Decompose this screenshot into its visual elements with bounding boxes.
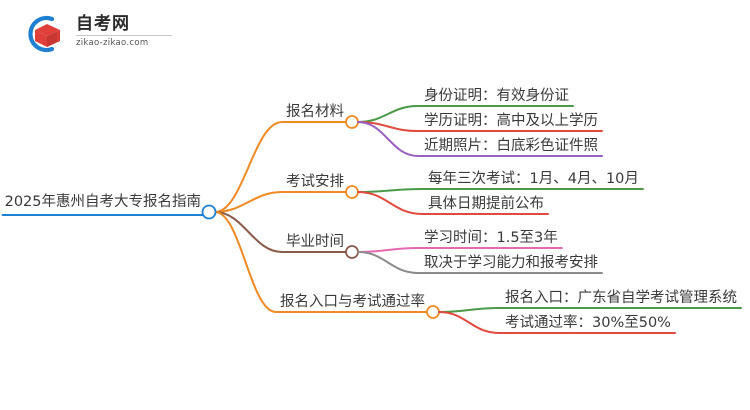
- branch-node-0[interactable]: [345, 115, 359, 129]
- root-node[interactable]: [201, 204, 217, 220]
- connector-path: [214, 211, 277, 313]
- connector-path: [214, 211, 283, 253]
- leaf-label-0-1: 学历证明：高中及以上学历: [424, 113, 598, 129]
- connector-path: [357, 188, 423, 193]
- leaf-label-2-1: 取决于学习能力和报考安排: [424, 255, 598, 271]
- logo-divider: [76, 35, 172, 36]
- branch-node-2[interactable]: [345, 245, 359, 259]
- connector-path: [214, 191, 283, 213]
- connector-path: [357, 191, 423, 215]
- root-node-label: 2025年惠州自考大专报名指南: [4, 194, 201, 210]
- leaf-label-3-1: 考试通过率：30%至50%: [505, 315, 671, 331]
- branch-label-0: 报名材料: [286, 104, 344, 120]
- connector-path: [357, 105, 419, 123]
- branch-label-2: 毕业时间: [286, 234, 344, 250]
- branch-label-3: 报名入口与考试通过率: [280, 294, 425, 310]
- leaf-label-1-1: 具体日期提前公布: [428, 196, 544, 212]
- logo-domain: zikao-zikao.com: [76, 38, 149, 48]
- connector-path: [214, 121, 283, 213]
- leaf-label-2-0: 学习时间：1.5至3年: [424, 230, 558, 246]
- branch-node-1[interactable]: [345, 185, 359, 199]
- connector-path: [357, 247, 419, 253]
- branch-label-1: 考试安排: [286, 174, 344, 190]
- site-logo: 自考网 zikao-zikao.com: [22, 8, 172, 58]
- connector-path: [357, 251, 419, 274]
- connector-path: [438, 307, 500, 313]
- branch-node-3[interactable]: [426, 305, 440, 319]
- connector-path: [438, 311, 500, 334]
- leaf-label-0-0: 身份证明：有效身份证: [424, 88, 569, 104]
- logo-title: 自考网: [76, 14, 130, 34]
- leaf-label-1-0: 每年三次考试：1月、4月、10月: [428, 171, 639, 187]
- logo-text: 自考网 zikao-zikao.com: [76, 14, 172, 54]
- connector-path: [357, 121, 419, 157]
- leaf-label-0-2: 近期照片：白底彩色证件照: [424, 138, 598, 154]
- leaf-label-3-0: 报名入口：广东省自学考试管理系统: [505, 290, 737, 306]
- logo-mark-icon: [28, 15, 60, 53]
